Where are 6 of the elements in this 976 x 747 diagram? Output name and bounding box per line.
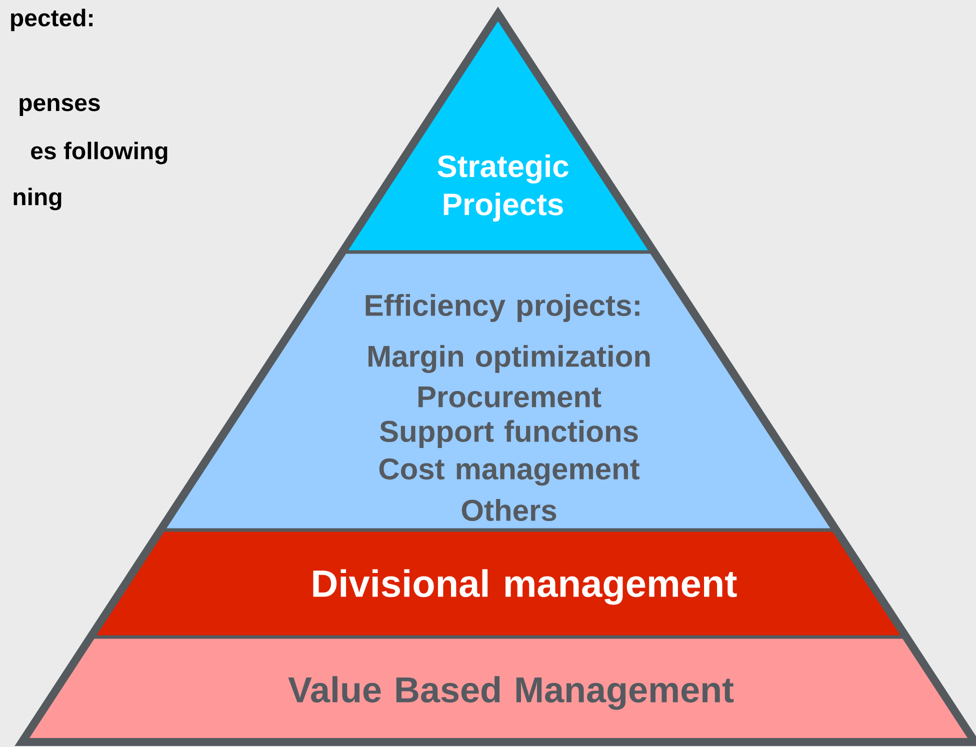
note-text: pected:: [11, 8, 92, 32]
pyramid-middle-band: Efficiency projects: Margin optimization Procurement Support functions Cost management Others: [160, 252, 836, 530]
note-text: ning: [14, 188, 62, 210]
note-text: penses: [20, 98, 100, 116]
note-text: es following: [31, 142, 168, 164]
pyramid-top-band: Strategic Projects: [342, 14, 654, 252]
